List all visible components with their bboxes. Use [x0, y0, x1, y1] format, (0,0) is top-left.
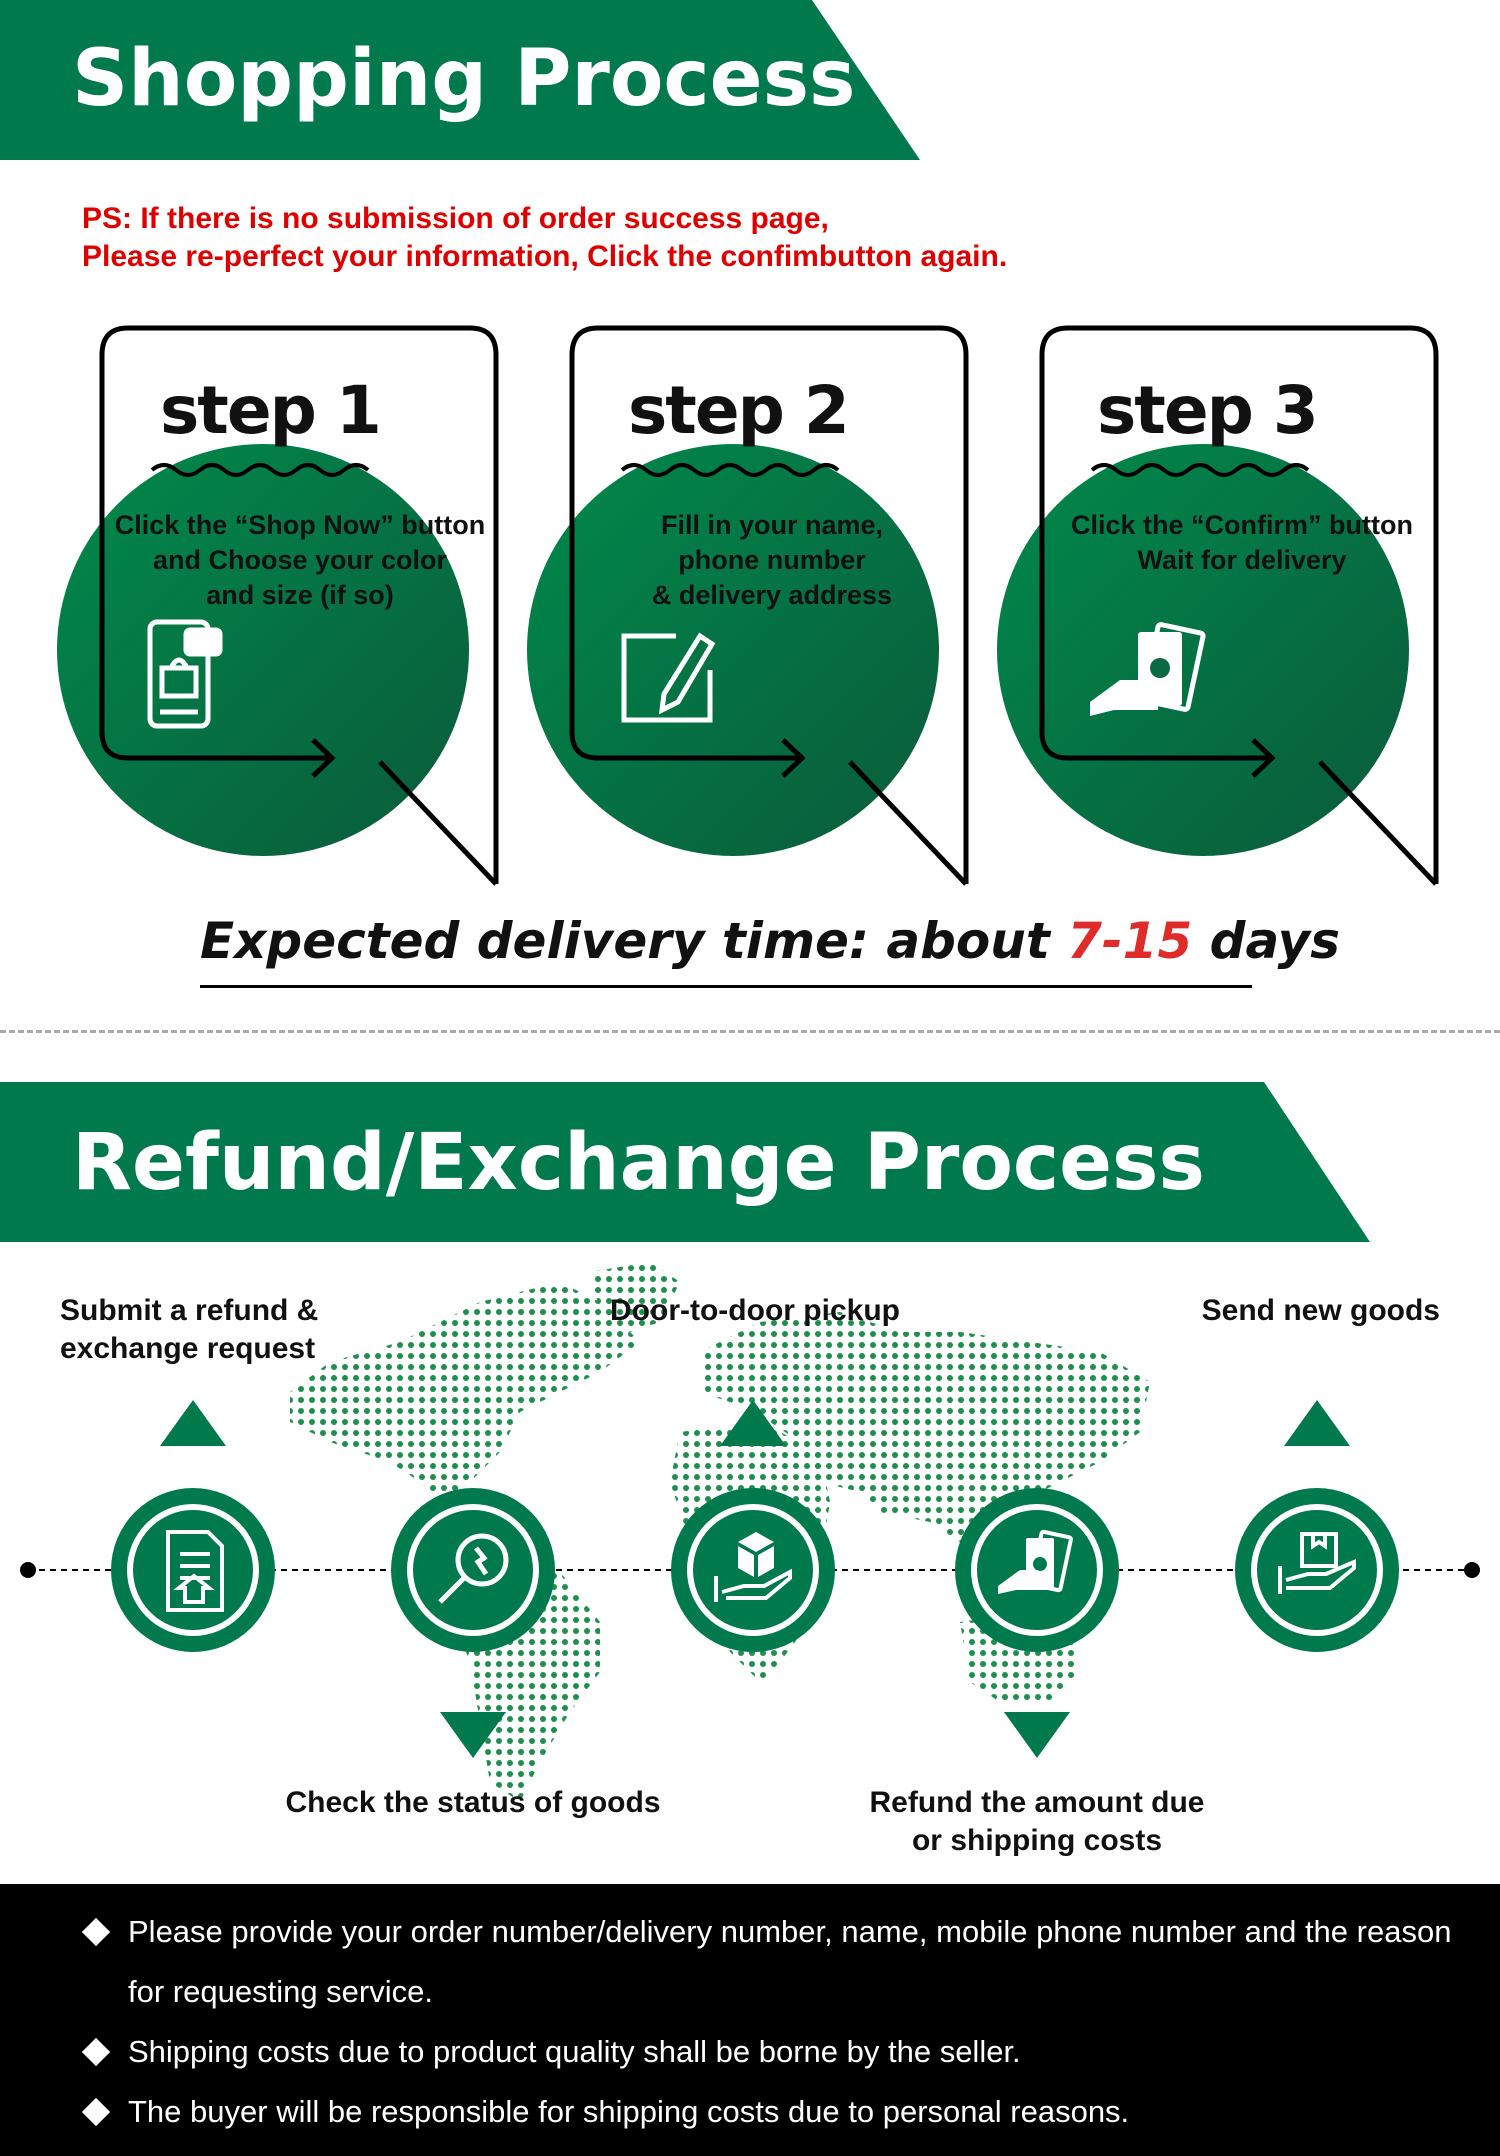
package-in-hand-icon — [714, 1532, 792, 1602]
note-1: Please provide your order number/deliver… — [128, 1914, 1452, 2009]
refund-banner — [0, 1082, 1370, 1242]
step-1-description: Click the “Shop Now” button and Choose y… — [110, 508, 490, 613]
flow-label-send-new-goods: Send new goods — [1150, 1292, 1440, 1330]
notes-panel — [0, 1884, 1500, 2156]
flow-label-4-line-2: or shipping costs — [911, 1824, 1163, 1857]
step-1-line-2: and Choose your color — [152, 545, 448, 575]
flow-node-2 — [391, 1488, 555, 1758]
flow-label-1-line-1: Submit a refund & — [60, 1294, 319, 1327]
expected-days: 7-15 — [1067, 912, 1193, 970]
expected-suffix: days — [1192, 912, 1341, 970]
refund-flow-graphic — [20, 1262, 1480, 1802]
flow-node-4 — [955, 1488, 1119, 1758]
step-3-line-2: Wait for delivery — [1137, 545, 1347, 575]
flow-node-5 — [1235, 1400, 1399, 1652]
flow-node-3 — [671, 1400, 835, 1652]
edit-form-icon — [621, 632, 716, 723]
magnifier-icon — [438, 1533, 509, 1604]
step-2-line-1: Fill in your name, — [660, 510, 884, 540]
flow-label-check-status: Check the status of goods — [283, 1784, 663, 1822]
expected-underline — [200, 985, 1252, 988]
step-3-description: Click the “Confirm” button Wait for deli… — [1052, 508, 1432, 578]
step-1-line-1: Click the “Shop Now” button — [114, 510, 486, 540]
section-divider — [0, 1030, 1500, 1033]
step-2-line-3: & delivery address — [651, 580, 893, 610]
step-1-label: step 1 — [160, 372, 382, 449]
ps-line-1: PS: If there is no submission of order s… — [82, 202, 829, 235]
document-upload-icon — [166, 1530, 224, 1612]
timeline-start-dot — [20, 1562, 36, 1578]
hand-cash-icon — [1090, 622, 1206, 716]
flow-label-3-line-1: Door-to-door pickup — [610, 1294, 900, 1327]
flow-label-4-line-1: Refund the amount due — [869, 1786, 1205, 1819]
note-2: Shipping costs due to product quality sh… — [128, 2034, 1021, 2069]
step-2-line-2: phone number — [678, 545, 866, 575]
note-3: The buyer will be responsible for shippi… — [128, 2094, 1130, 2129]
step-1-line-3: and size (if so) — [206, 580, 394, 610]
flow-node-1 — [111, 1400, 275, 1652]
expected-delivery-time: Expected delivery time: about 7-15 days — [200, 912, 1340, 970]
flow-label-refund-amount: Refund the amount due or shipping costs — [837, 1784, 1237, 1860]
step-3-graphic — [997, 325, 1439, 886]
flow-label-1-line-2: exchange request — [60, 1332, 316, 1365]
refund-title: Refund/Exchange Process — [72, 1118, 1205, 1208]
step-1-graphic — [57, 325, 499, 886]
box-in-hand-icon — [1278, 1532, 1356, 1594]
shopping-title: Shopping Process — [72, 34, 856, 124]
ps-line-2: Please re-perfect your information, Clic… — [82, 240, 1008, 273]
step-2-label: step 2 — [628, 372, 850, 449]
phone-shopping-bag-icon — [147, 619, 223, 729]
step-3-line-1: Click the “Confirm” button — [1071, 510, 1413, 540]
step-2-graphic — [527, 325, 969, 886]
steps-graphics — [57, 325, 1439, 886]
flow-label-2-line-1: Check the status of goods — [285, 1786, 661, 1819]
expected-prefix: Expected delivery time: about — [200, 912, 1068, 970]
step-3-label: step 3 — [1097, 372, 1319, 449]
shopping-banner — [0, 0, 920, 160]
flow-label-5-line-1: Send new goods — [1201, 1294, 1440, 1327]
step-2-description: Fill in your name, phone number & delive… — [582, 508, 962, 613]
money-refund-icon — [998, 1529, 1073, 1594]
timeline-end-dot — [1464, 1562, 1480, 1578]
flow-label-submit-request: Submit a refund & exchange request — [60, 1292, 318, 1368]
flow-label-pickup: Door-to-door pickup — [560, 1292, 950, 1330]
ps-notice: PS: If there is no submission of order s… — [82, 200, 1007, 276]
